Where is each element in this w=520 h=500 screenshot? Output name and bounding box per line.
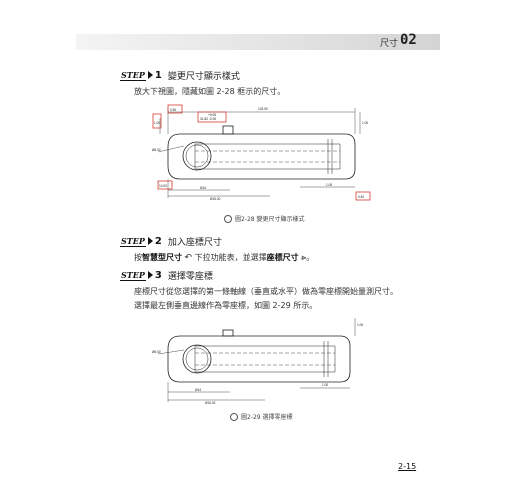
highlight-box [152, 113, 162, 129]
caption-marker-icon [230, 412, 238, 421]
figure-2-28-caption: 圖2-28 變更尺寸顯示樣式 [224, 214, 305, 223]
hole-outer [182, 141, 212, 171]
dim-right-vertical: 1.00 [362, 121, 368, 125]
hole-inner [185, 144, 209, 168]
dim-bottom-small: Ø14 [195, 388, 201, 392]
highlight-box [197, 111, 227, 123]
inner-slot [194, 345, 336, 373]
smart-dimension-icon: ↶ [184, 253, 193, 263]
figure-2-29: 1.00 Ø6.00 1.00 Ø14 Ø16.00 [152, 318, 363, 405]
inner-slot [194, 143, 341, 170]
dim-bottom-right: 1.00 [322, 383, 328, 387]
top-nub [222, 329, 234, 337]
leader-line [157, 349, 185, 355]
step-title: 選擇零座標 [167, 271, 213, 282]
part-outline [167, 133, 356, 180]
dim-bottom-right: 1.00 [326, 183, 332, 187]
section-label: 尺寸 [380, 39, 399, 49]
dim-right-vertical: 1.00 [357, 323, 363, 327]
figure-2-29-caption: 圖2-29 選擇零座標 [230, 412, 293, 421]
highlight-box [167, 104, 183, 114]
ordinate-dimension-icon: ⩺ [301, 253, 307, 263]
dim-bottom-dia: Ø16.00 [210, 197, 221, 201]
highlight-box [157, 180, 173, 190]
step-1-heading: STEP 1 變更尺寸顯示樣式 [120, 68, 240, 82]
step-title: 變更尺寸顯示樣式 [167, 71, 240, 82]
caption-text: 圖2-28 變更尺寸顯示樣式 [235, 216, 305, 223]
step-1-paragraph: 放大下視圖，隱藏如圖 2-28 框示的尺寸。 [134, 87, 286, 96]
step-arrow-icon [147, 271, 153, 279]
step-title: 加入座標尺寸 [167, 237, 222, 248]
bold-ordinate-dimension: 座標尺寸 [266, 253, 299, 262]
step-2-paragraph: 按智慧型尺寸 ↶ 下拉功能表，並選擇座標尺寸 ⩺。 [134, 253, 315, 263]
step-3-paragraph-1: 座標尺寸從您選擇的第一條軸線（垂直或水平）做為零座標開始量測尺寸。 [134, 287, 398, 296]
step-arrow-icon [147, 237, 153, 245]
step-arrow-icon [147, 71, 153, 79]
dim-hole-dia: Ø6.00 [152, 148, 161, 152]
dim-top-left: 0.50 [170, 108, 176, 112]
dim-top-long: 103.50 [258, 107, 268, 111]
page-number: 2-15 [398, 462, 417, 471]
dim-hole-dia: Ø6.00 [152, 350, 161, 354]
dim-tol-a: +0.05 [208, 113, 216, 117]
top-nub [222, 125, 234, 135]
caption-marker-icon [224, 214, 232, 223]
step-2-heading: STEP 2 加入座標尺寸 [120, 234, 222, 248]
step-number: 1 [154, 69, 162, 81]
step-badge: STEP [120, 269, 146, 281]
dim-bottom-small: Ø14 [200, 186, 206, 190]
hole-outer [182, 344, 212, 374]
part-outline [167, 335, 351, 383]
step-badge: STEP [120, 235, 146, 247]
hole-inner [185, 347, 209, 371]
step-number: 2 [154, 235, 162, 247]
caption-text: 圖2-29 選擇零座標 [241, 414, 293, 421]
step-badge: STEP [120, 69, 146, 81]
header-band [76, 34, 440, 50]
figure-2-28: 0.50 103.50 +0.05 31.80 -0.00 1.00 1.00 … [152, 104, 371, 201]
dim-left-vertical: 1.00 [154, 121, 160, 125]
highlight-box [355, 191, 371, 201]
dim-bottom-right-box: 0.40 [358, 195, 364, 199]
dim-tol-b: 31.80 -0.00 [200, 117, 216, 121]
step-3-heading: STEP 3 選擇零座標 [120, 268, 213, 282]
dim-bottom-dia: Ø16.00 [205, 401, 216, 405]
chapter-number: 02 [400, 32, 417, 48]
dim-bottom-left: 14.00 [159, 184, 167, 188]
step-3-paragraph-2: 選擇最左側垂直邊線作為零座標，如圖 2-29 所示。 [134, 301, 318, 310]
leader-line [157, 145, 185, 153]
bold-smart-dimension: 智慧型尺寸 [142, 253, 182, 262]
step-number: 3 [154, 269, 162, 281]
